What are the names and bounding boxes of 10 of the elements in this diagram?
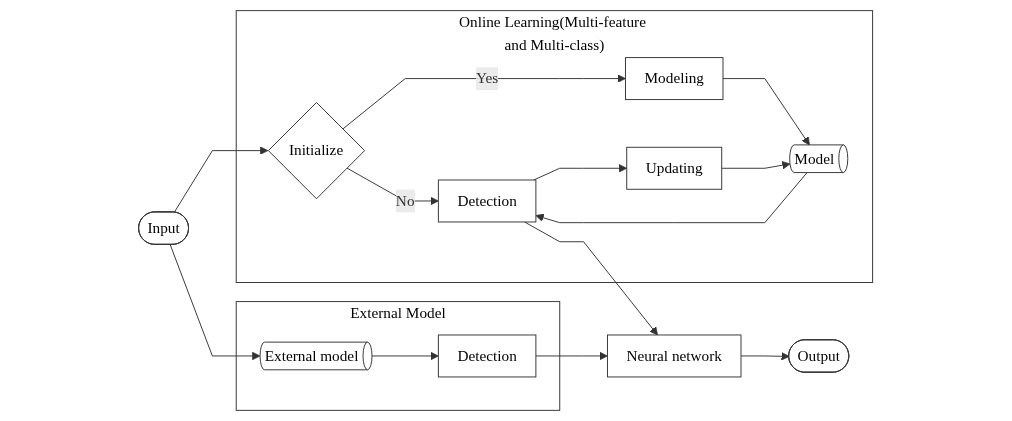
edge-label: No [396,192,415,209]
node-box: Neural network [607,334,742,378]
node-box: Modeling [625,57,724,101]
node-diamond: Initialize [268,102,366,200]
node-text: Model [794,150,835,167]
node-box: Updating [626,146,723,190]
edge-label: Yes [476,69,499,87]
node-box: Detection [438,179,537,223]
node-text: External model [265,347,359,364]
node-box: Detection [438,334,537,378]
